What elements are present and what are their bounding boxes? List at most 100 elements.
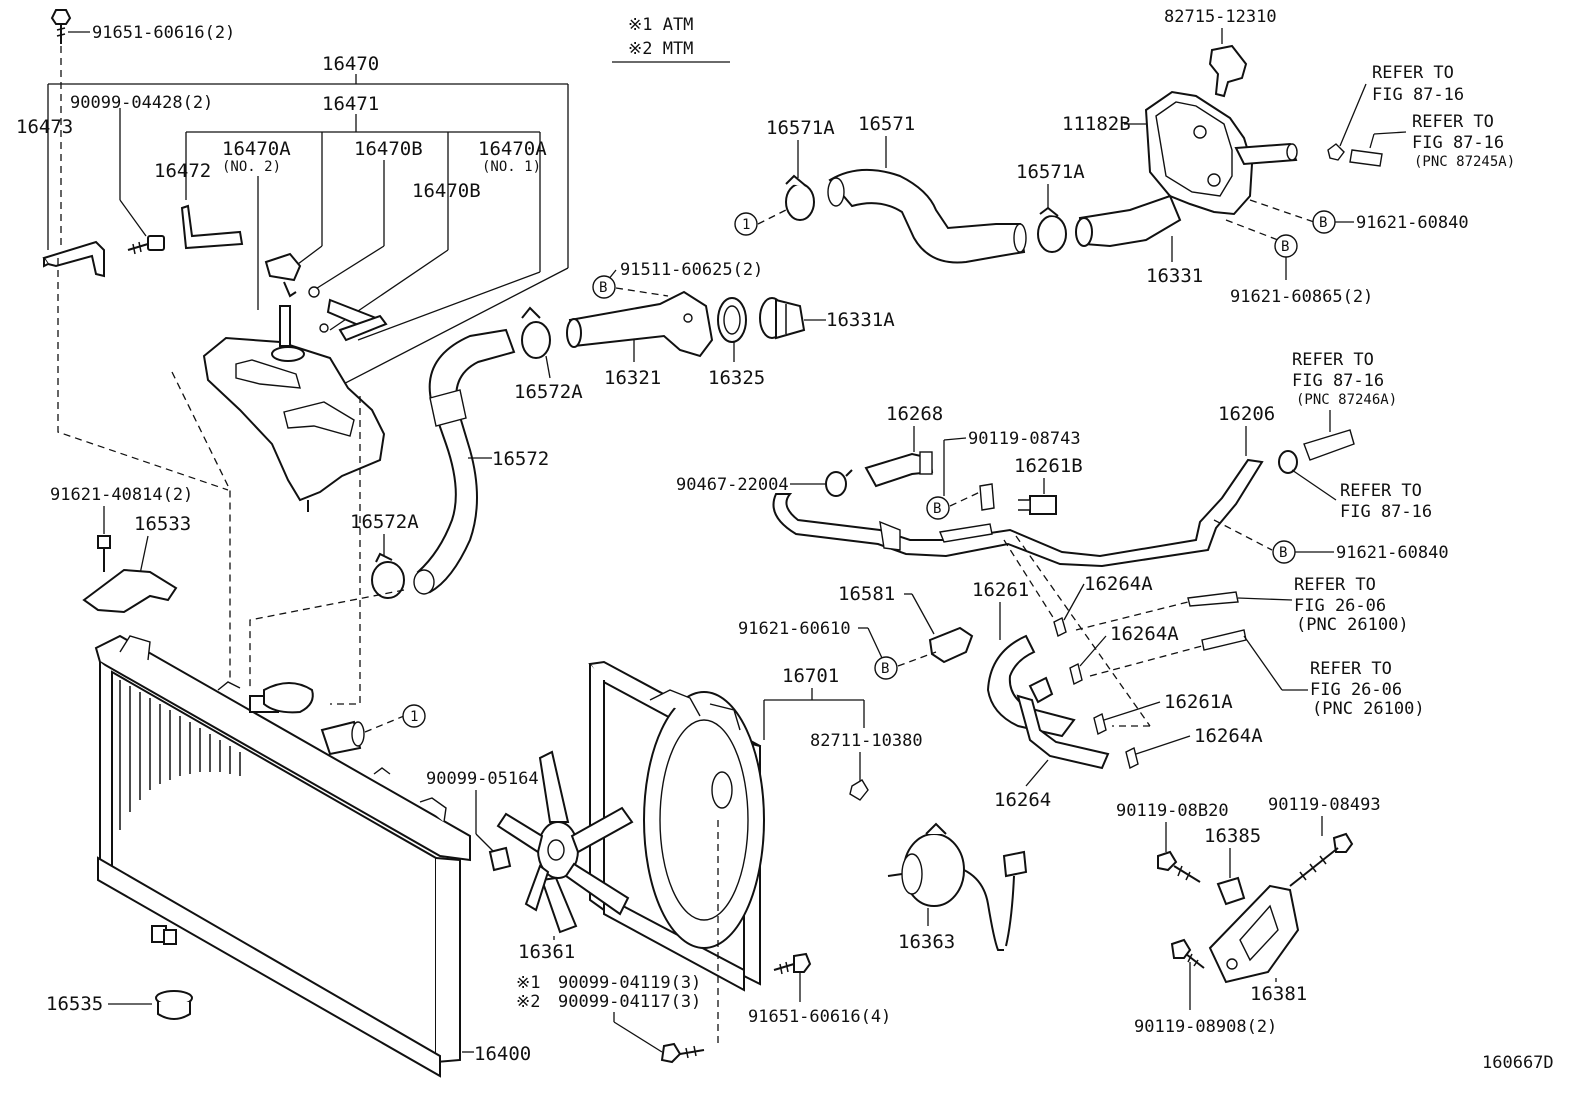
label-91621-60865-2: 91621-60865(2) [1230,287,1373,307]
marker-ref-b-bypass [926,496,950,520]
label-16470A-no1: 16470A [478,138,547,160]
fan-motor-16363 [887,822,1028,951]
label-16261A: 16261A [1164,691,1233,713]
refer-26-06-b-line3: (PNC 26100) [1312,699,1425,719]
bolt-90119-08B20 [1157,850,1201,883]
label-16206: 16206 [1218,403,1275,425]
refer-87-16-d-line1: REFER TO [1340,481,1422,501]
hose-16261B [1018,495,1057,515]
label-16264: 16264 [994,789,1051,811]
refer-87-16-c-line1: REFER TO [1292,350,1374,370]
nut-16385 [1216,876,1246,906]
refer-26-06-a-line2: FIG 26-06 [1294,596,1386,616]
label-16472: 16472 [154,160,211,182]
clamp-16572A-lower [371,552,405,599]
label-82711-10380: 82711-10380 [810,731,923,751]
clip-16264A-c [1125,746,1139,770]
label-90119-08493: 90119-08493 [1268,795,1381,815]
label-16571A-b: 16571A [1016,161,1085,183]
label-90119-08B20: 90119-08B20 [1116,801,1229,821]
pipe-26100-a [1187,591,1239,607]
legend: ※1 ATM ※2 MTM [612,15,730,63]
marker-ref-1-hose [734,212,758,236]
refer-26-06-b-line2: FIG 26-06 [1310,680,1402,700]
label-16581: 16581 [838,583,895,605]
label-16264A-b: 16264A [1110,623,1179,645]
thermostat-16331A [759,297,806,340]
label-no2: (NO. 2) [222,159,281,175]
refer-87-16-c-line2: FIG 87-16 [1292,371,1384,391]
label-16572A-b: 16572A [350,511,419,533]
label-16471: 16471 [322,93,379,115]
label-16268: 16268 [886,403,943,425]
dash-reservoir-right [330,396,361,705]
dash-lower-hose [249,589,405,690]
fan-16361 [496,750,634,934]
bolt-90119-08493 [1289,832,1354,887]
label-91651-60616-4: 91651-60616(4) [748,1007,891,1027]
bracket-16581 [928,626,974,664]
refer-26-06-b-line1: REFER TO [1310,659,1392,679]
label-11182B: 11182B [1062,113,1131,135]
reservoir-tank [202,305,386,512]
marker-ref-1-radiator-text: 1 [410,709,418,725]
water-inlet-16321 [566,290,714,358]
label-91651-60616-2: 91651-60616(2) [92,23,235,43]
label-90119-08908-2: 90119-08908(2) [1134,1017,1277,1037]
clip-16264A-b [1069,662,1083,686]
hose-16472 [180,204,244,250]
bolt-90099-04428 [127,235,165,255]
clip-82711-10380 [849,779,869,801]
marker-ref-b-bracket-text: B [881,661,889,677]
refer-87-16-b-line2: FIG 87-16 [1412,133,1504,153]
refer-87-16-b-line1: REFER TO [1412,112,1494,132]
gasket-16325 [717,297,747,343]
bracket-16473 [42,240,105,278]
pipe-16206 [772,458,1264,568]
clip-16261A [1093,712,1107,736]
bolt-90119-08908 [1170,938,1205,969]
marker-ref-b-bracket [874,656,898,680]
marker-ref-b-pipe-text: B [1279,545,1287,561]
label-16571: 16571 [858,113,915,135]
label-16331A: 16331A [826,309,895,331]
clamp-16572A-upper [521,306,551,359]
water-outlet-16331 [1075,90,1298,248]
reservoir-cap-bracket [264,252,388,342]
label-16264A-c: 16264A [1194,725,1263,747]
clip-16264A-a [1053,616,1067,638]
label-16473: 16473 [16,116,73,138]
label-16470A-no2: 16470A [222,138,291,160]
label-91511-60625-2: 91511-60625(2) [620,260,763,280]
label-16261B: 16261B [1014,455,1083,477]
bracket-16381 [1208,884,1300,984]
label-16470B-b: 16470B [412,180,481,202]
legend-mtm: ※2 MTM [628,39,693,59]
fan-shroud-16701 [588,660,765,992]
marker-ref-b-thermostat [592,275,616,299]
label-90099-04117-3: 90099-04117(3) [558,992,701,1012]
label-16264A-a: 16264A [1084,573,1153,595]
bolt-90119-08743 [979,483,995,511]
dash-bracket [57,258,229,491]
radiator-fins [119,680,241,830]
marker-ref-1-hose-text: 1 [742,217,750,233]
hose-16261 [986,634,1076,738]
figure-code: 160667D [1482,1053,1554,1073]
bolt-91651-60616 [50,9,72,250]
label-90119-08743: 90119-08743 [968,429,1081,449]
label-16361: 16361 [518,941,575,963]
label-no1: (NO. 1) [482,159,541,175]
label-16261: 16261 [972,579,1029,601]
marker-ref-b-bypass-text: B [933,501,941,517]
hose-16264 [1016,694,1110,770]
clamp-82715-12310 [1208,44,1248,98]
mark-2: ※2 [516,992,540,1012]
label-16385: 16385 [1204,825,1261,847]
bracket-16533 [82,568,178,614]
pipe-26100-b [1201,629,1247,651]
marker-ref-b-outlet-2-text: B [1281,239,1289,255]
refer-87-16-c-line3: (PNC 87246A) [1296,392,1397,408]
label-16400: 16400 [474,1043,531,1065]
bolt-90099-04119 [660,1042,705,1064]
